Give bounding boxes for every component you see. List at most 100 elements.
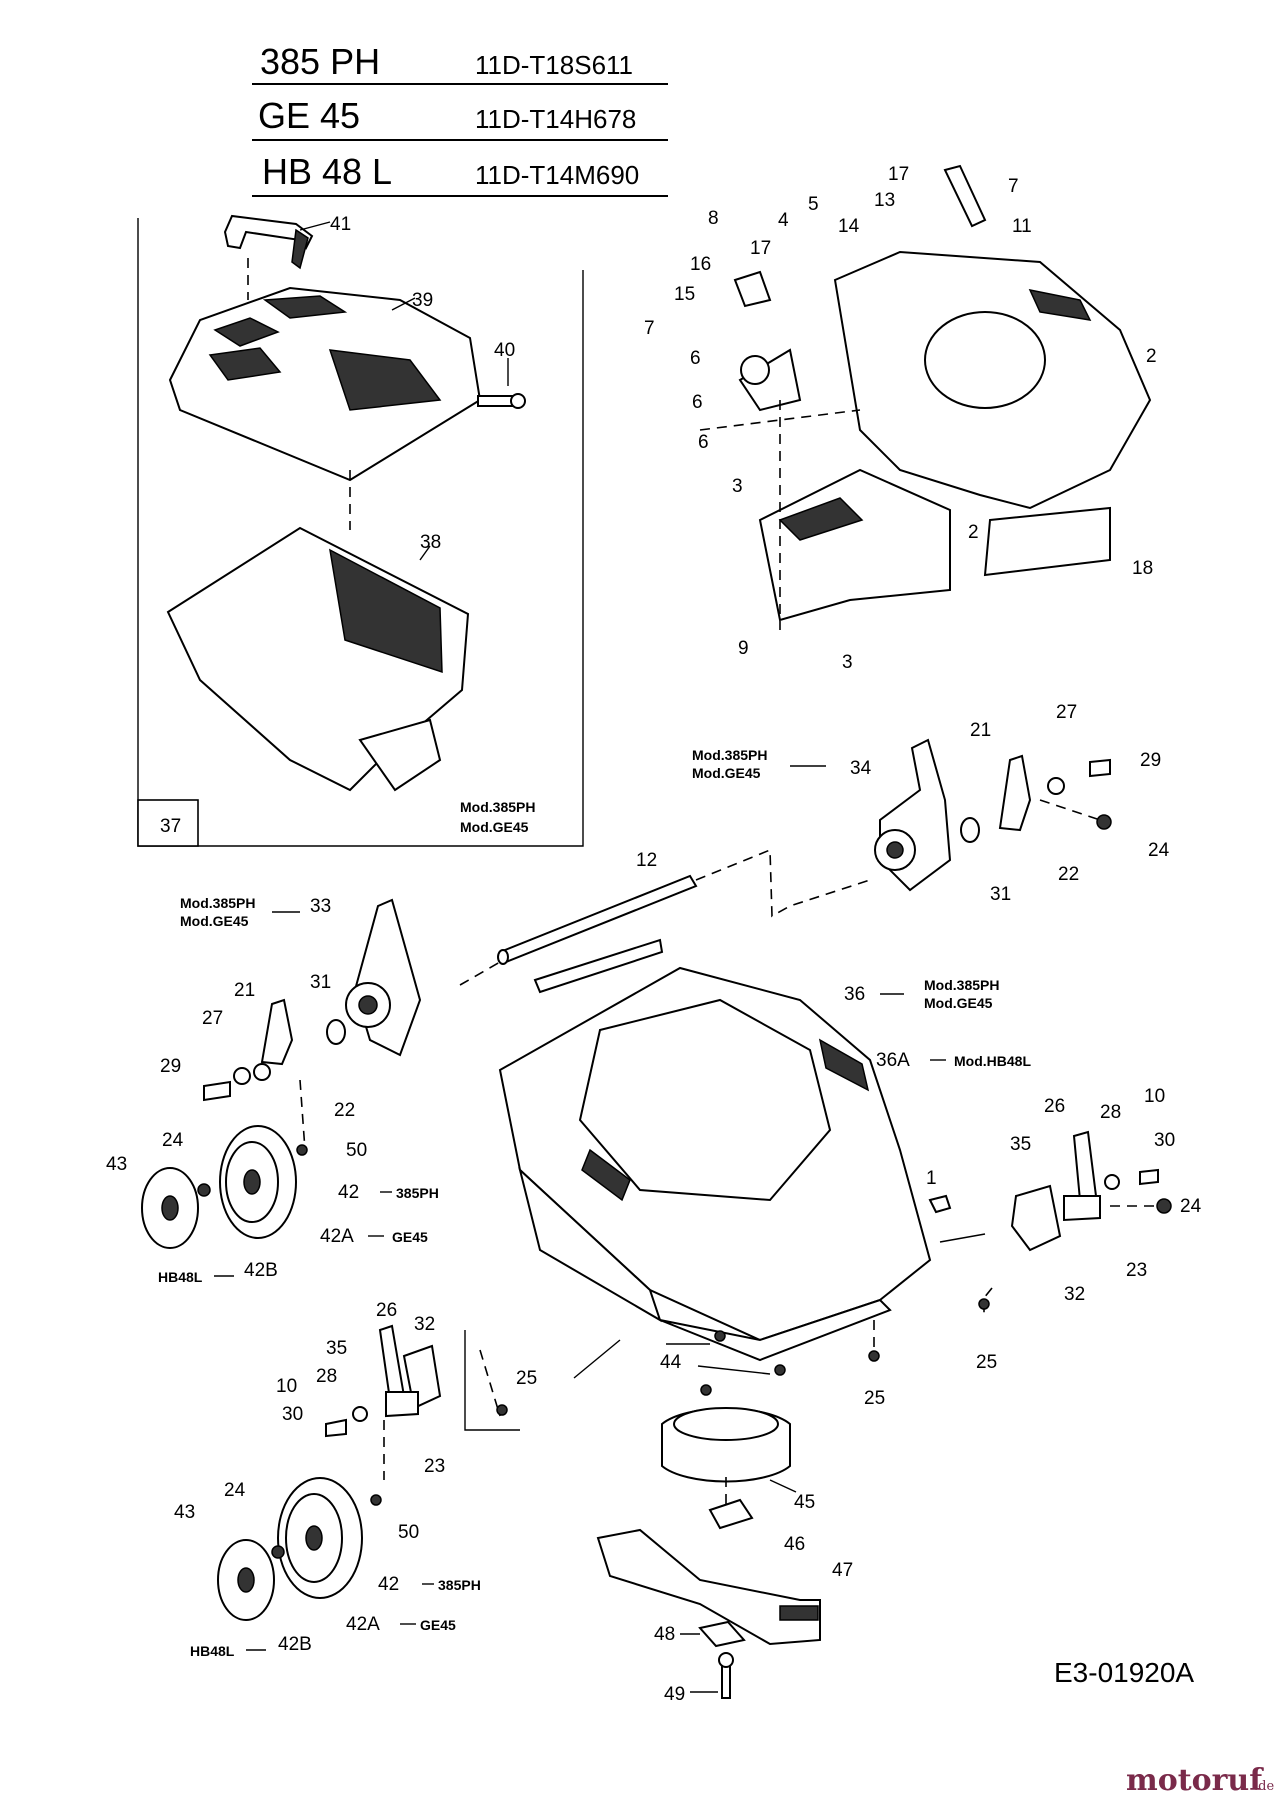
rear-deck-group xyxy=(699,164,1152,630)
leader xyxy=(419,545,431,561)
lid-vent xyxy=(328,349,442,411)
label-12: 12 xyxy=(636,850,657,871)
bracket-lever xyxy=(378,1324,406,1402)
label-15: 15 xyxy=(674,284,695,305)
front-bracket-right xyxy=(928,1130,1172,1316)
label-8: 8 xyxy=(708,208,719,229)
washer xyxy=(960,817,980,843)
assembly-line xyxy=(695,848,871,918)
label-36a: 36A xyxy=(876,1050,910,1071)
label-28: 28 xyxy=(1100,1102,1121,1123)
label-2b: 2 xyxy=(968,522,979,543)
label-27: 27 xyxy=(1056,702,1077,723)
screw xyxy=(868,1350,880,1362)
assembly-line xyxy=(573,1339,621,1379)
label-40: 40 xyxy=(494,340,515,361)
model-note-33-2: Mod.GE45 xyxy=(180,913,249,929)
model-note-33-1: Mod.385PH xyxy=(180,895,255,911)
label-10: 10 xyxy=(1144,1086,1165,1107)
diagram-code: E3-01920A xyxy=(1054,1657,1194,1688)
label-42b-2: 42B xyxy=(278,1634,312,1655)
rear-axle-rod xyxy=(498,874,698,964)
label-24b: 24 xyxy=(1180,1196,1202,1217)
wheel-hub xyxy=(305,1525,323,1551)
label-24c: 24 xyxy=(162,1130,184,1151)
screw xyxy=(978,1298,990,1310)
label-32: 32 xyxy=(1064,1284,1085,1305)
wheel-note-hb48l: HB48L xyxy=(158,1269,203,1285)
label-36: 36 xyxy=(844,984,865,1005)
washer xyxy=(233,1067,251,1085)
leader xyxy=(769,1479,797,1493)
label-27b: 27 xyxy=(202,1008,223,1029)
label-18: 18 xyxy=(1132,558,1153,579)
assembly-line xyxy=(479,1349,501,1417)
lid-vent xyxy=(262,295,348,319)
model-code-3: 11D-T14M690 xyxy=(475,160,639,190)
blade-hub xyxy=(708,1498,754,1530)
rear-bracket xyxy=(738,348,802,412)
assembly-line xyxy=(1039,799,1101,821)
label-6c: 6 xyxy=(698,432,709,453)
height-adjuster-right xyxy=(874,738,1112,892)
label-28b: 28 xyxy=(316,1366,337,1387)
chute-vent xyxy=(778,497,864,541)
model-code-2: 11D-T14H678 xyxy=(475,104,636,134)
nut xyxy=(271,1545,285,1559)
pin-head xyxy=(510,393,526,409)
model-note-36a: Mod.HB48L xyxy=(954,1053,1031,1069)
bracket-lever xyxy=(1072,1130,1098,1202)
label-6b: 6 xyxy=(692,392,703,413)
washer xyxy=(1104,1174,1120,1190)
label-39: 39 xyxy=(412,290,433,311)
mulch-flap xyxy=(983,506,1111,577)
label-13: 13 xyxy=(874,190,895,211)
model-note-36-1: Mod.385PH xyxy=(924,977,999,993)
washer xyxy=(326,1019,346,1045)
bolt xyxy=(1089,758,1111,778)
mower-deck-group xyxy=(498,938,932,1362)
label-3: 3 xyxy=(732,476,743,497)
screw xyxy=(714,1330,726,1342)
label-48: 48 xyxy=(654,1624,675,1645)
label-42b: 42B xyxy=(244,1260,278,1281)
label-50: 50 xyxy=(346,1140,367,1161)
assembly-line xyxy=(699,409,861,431)
label-24d: 24 xyxy=(224,1480,246,1501)
model-name-3: HB 48 L xyxy=(262,151,392,192)
front-wheel-group xyxy=(217,1477,382,1621)
axle-end xyxy=(497,949,509,965)
label-41: 41 xyxy=(330,214,351,235)
bag-handle-grip xyxy=(291,228,309,270)
label-21b: 21 xyxy=(234,980,255,1001)
label-4: 4 xyxy=(778,210,789,231)
screw xyxy=(496,1404,508,1416)
nut xyxy=(197,1183,211,1197)
label-5: 5 xyxy=(808,194,819,215)
label-17b: 17 xyxy=(750,238,771,259)
hubcap-center xyxy=(237,1567,255,1593)
label-50b: 50 xyxy=(398,1522,419,1543)
leader xyxy=(391,297,416,311)
bolt xyxy=(203,1080,231,1102)
leader xyxy=(697,1365,771,1375)
label-46: 46 xyxy=(784,1534,805,1555)
wheel-note-ge45: GE45 xyxy=(392,1229,428,1245)
label-10b: 10 xyxy=(276,1376,297,1397)
grassbag-group: 37 Mod.385PH Mod.GE45 41 39 40 38 xyxy=(137,214,584,847)
label-22b: 22 xyxy=(334,1100,355,1121)
label-34: 34 xyxy=(850,758,872,779)
nut xyxy=(1156,1198,1172,1214)
label-3b: 3 xyxy=(842,652,853,673)
label-25c: 25 xyxy=(864,1388,885,1409)
hubcap-center xyxy=(161,1195,179,1221)
wheel-note-385ph-2: 385PH xyxy=(438,1577,481,1593)
label-7: 7 xyxy=(1008,176,1019,197)
washer xyxy=(352,1406,368,1422)
model-name-1: 385 PH xyxy=(260,41,380,82)
bag-chute xyxy=(358,718,442,792)
mount-plate xyxy=(733,270,772,308)
label-30: 30 xyxy=(1154,1130,1175,1151)
label-26b: 26 xyxy=(376,1300,397,1321)
